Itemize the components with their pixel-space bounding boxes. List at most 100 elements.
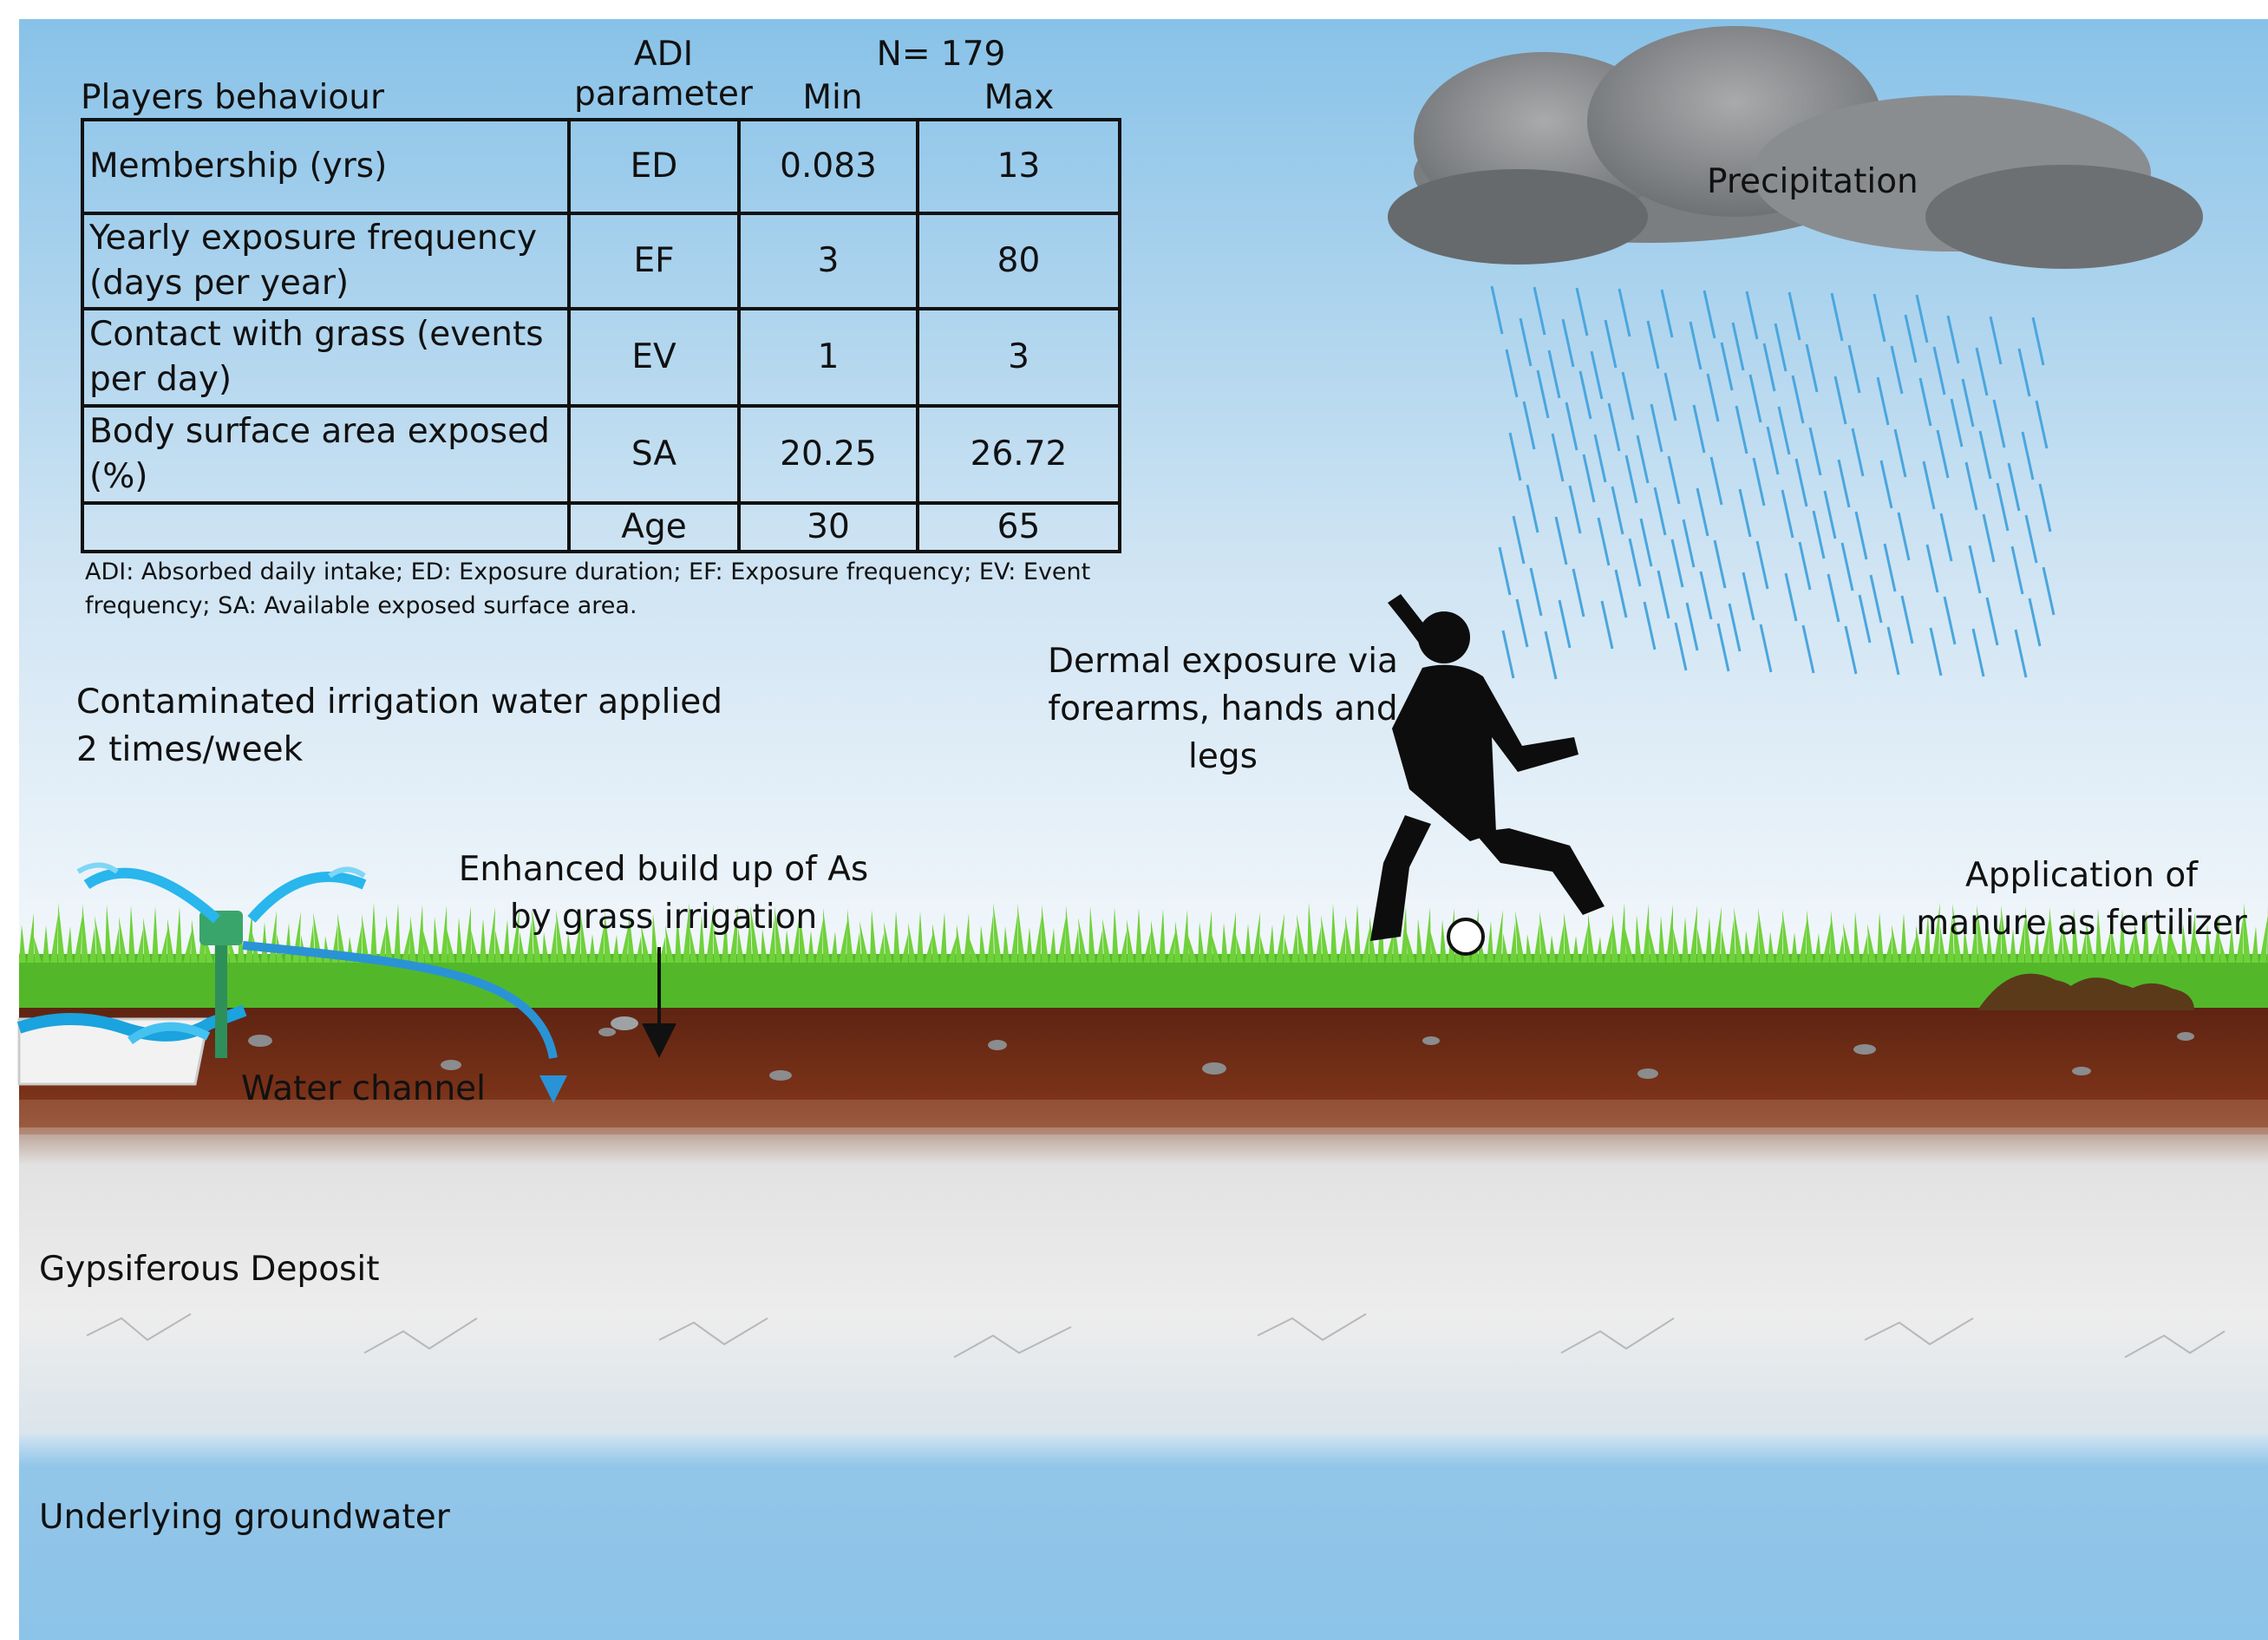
rain-streak — [1685, 602, 1699, 651]
rain-streak — [1805, 343, 1819, 393]
irrigation-label-line1: Contaminated irrigation water applied — [76, 683, 723, 722]
rain-streak — [1932, 346, 1946, 395]
rain-streak — [1572, 568, 1585, 617]
rain-streak — [1508, 432, 1522, 481]
rain-streak — [1501, 630, 1515, 679]
build-up-label-line2: by grass irrigation — [509, 898, 818, 937]
rain-streak — [1597, 517, 1611, 566]
gypsum-layer — [19, 1127, 2268, 1440]
groundwater-layer — [19, 1435, 2268, 1640]
rain-streak — [1794, 458, 1808, 507]
rain-streak — [1582, 454, 1596, 503]
row-label: Yearly exposure frequency (days per year… — [81, 212, 571, 310]
rain-cloud-icon — [1388, 26, 2203, 269]
rain-streak — [1784, 572, 1798, 622]
table-title: Players behaviour — [81, 78, 384, 117]
rain-streak — [1788, 291, 1801, 341]
manure-label-line1: Application of — [1965, 856, 2198, 895]
rain-streak — [1536, 369, 1550, 419]
row-param: EF — [567, 212, 741, 310]
irrigation-label-line2: 2 times/week — [76, 730, 304, 769]
row-min: 1 — [737, 307, 919, 408]
groundwater-label: Underlying groundwater — [39, 1498, 450, 1537]
gypsum-cracks — [86, 1313, 2226, 1358]
rain-streak — [1590, 350, 1604, 400]
rain-streak — [1837, 459, 1851, 508]
soil-gravel-band — [19, 1100, 2268, 1134]
rain-streak — [1650, 403, 1663, 453]
rain-streak — [1827, 573, 1840, 623]
row-min: 20.25 — [737, 404, 919, 505]
rain-streak — [1674, 622, 1688, 671]
rain-streak — [1873, 293, 1886, 343]
rain-streak — [1918, 377, 1932, 427]
row-min: 30 — [737, 501, 919, 553]
rain-streak — [1547, 350, 1561, 399]
table-footnote: ADI: Absorbed daily intake; ED: Exposure… — [85, 559, 1091, 619]
rain-streak — [1703, 290, 1716, 339]
rain-streak — [1561, 318, 1575, 368]
rain-streak — [1575, 287, 1589, 336]
table-row: Age 30 65 — [81, 501, 1121, 553]
rain-streak — [1858, 594, 1872, 644]
build-up-label-line1: Enhanced build up of As — [458, 850, 869, 889]
rain-streak — [1657, 570, 1670, 619]
rain-streak — [1968, 545, 1982, 594]
rain-streak — [1519, 317, 1533, 367]
rain-streak — [1624, 454, 1638, 504]
rain-streak — [1720, 342, 1734, 391]
rain-streak — [1975, 347, 1989, 396]
rain-streak — [1498, 546, 1512, 596]
rain-streak — [1823, 490, 1837, 539]
row-min: 3 — [737, 212, 919, 310]
row-param: SA — [567, 404, 741, 505]
rain-streak — [1752, 457, 1766, 506]
gypsum-label: Gypsiferous Deposit — [39, 1250, 380, 1289]
row-label: Contact with grass (events per day) — [81, 307, 571, 408]
rain-streak — [1830, 292, 1844, 342]
rain-streak — [1766, 426, 1780, 475]
rain-streak — [1851, 428, 1865, 477]
rain-streak — [1854, 511, 1868, 560]
rain-streak — [1490, 285, 1504, 335]
soccer-player-icon — [1370, 594, 1605, 956]
rain-streak — [1611, 486, 1624, 535]
rain-streak — [1639, 518, 1653, 567]
rain-streak — [1939, 513, 1953, 562]
rain-streak — [1876, 376, 1890, 426]
n-label: N= 179 — [876, 35, 1006, 74]
rain-streak — [1840, 542, 1854, 591]
rain-streak — [1745, 291, 1759, 340]
row-min: 0.083 — [737, 118, 919, 215]
rain-streak — [1689, 321, 1703, 370]
manure-label-line2: manure as fertilizer — [1916, 904, 2247, 943]
rain-streak — [2024, 514, 2038, 564]
rain-streak — [1699, 571, 1713, 620]
dermal-label-line1: Dermal exposure via — [1048, 642, 1398, 681]
rain-streak — [1964, 461, 1978, 511]
rain-streak — [1660, 289, 1674, 338]
rain-streak — [1946, 315, 1960, 364]
rain-streak — [1578, 370, 1592, 420]
table-row: Membership (yrs) ED 0.083 13 — [81, 118, 1121, 215]
row-label — [81, 501, 571, 553]
rain-streak — [1713, 539, 1727, 589]
rain-streak — [1879, 460, 1893, 509]
rain-streak — [1621, 371, 1635, 421]
rain-streak — [1709, 456, 1723, 506]
rain-streak — [1943, 596, 1957, 645]
rain-streak — [1777, 406, 1791, 455]
sprinkler-icon — [76, 862, 367, 1058]
rain-streak — [1600, 600, 1614, 650]
rain-streak — [2042, 566, 2056, 616]
rain-streak — [1618, 288, 1631, 337]
row-param: Age — [567, 501, 741, 553]
rain-streak — [1716, 623, 1730, 672]
rain-streak — [1522, 401, 1536, 450]
rain-streak — [1774, 323, 1788, 372]
rain-streak — [1798, 541, 1812, 591]
rain-streak — [1706, 373, 1720, 422]
rain-streak — [1565, 402, 1578, 451]
manure-piles-icon — [1977, 973, 2194, 1010]
